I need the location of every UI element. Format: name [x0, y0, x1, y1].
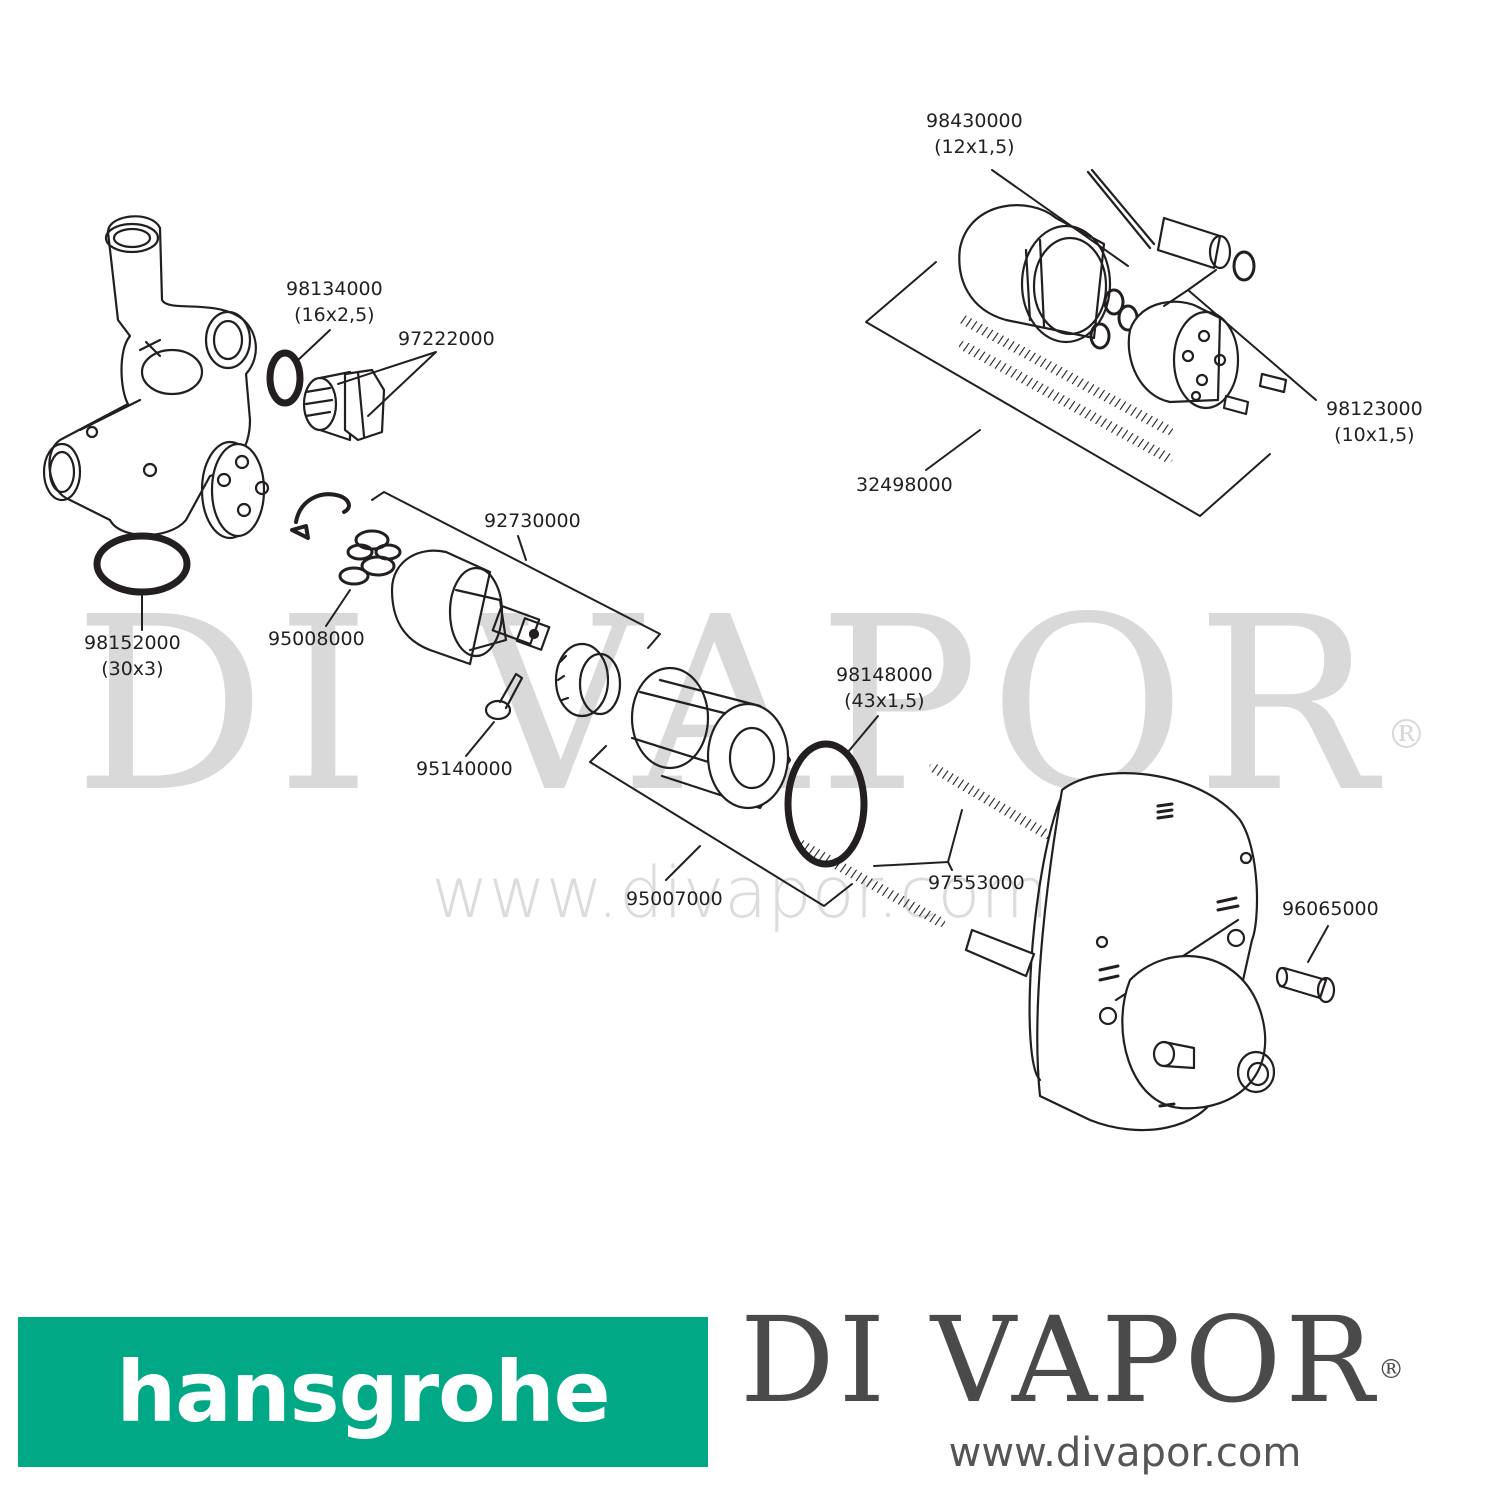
label-98152000: 98152000(30x3) — [84, 632, 181, 680]
clip — [290, 492, 351, 540]
label-95008000: 95008000 — [268, 628, 365, 650]
sleeve-95007000 — [630, 666, 792, 810]
divapor-url: www.divapor.com — [948, 1430, 1302, 1476]
label-92730000: 92730000 — [484, 510, 581, 532]
label-95007000: 95007000 — [626, 888, 723, 910]
label-98430000: 98430000(12x1,5) — [926, 110, 1023, 158]
label-97222000: 97222000 — [398, 328, 495, 350]
label-97553000: 97553000 — [928, 872, 1025, 894]
label-96065000: 96065000 — [1282, 898, 1379, 920]
o-ring-98152000 — [93, 532, 191, 596]
housing-plate — [964, 772, 1276, 1132]
hansgrohe-logo: hansgrohe — [18, 1317, 708, 1467]
label-95140000: 95140000 — [416, 758, 513, 780]
cartridge-92730000 — [390, 549, 551, 666]
label-98123000: 98123000(10x1,5) — [1326, 398, 1423, 446]
spindle-95140000 — [484, 672, 524, 721]
o-ring-98134000 — [266, 349, 304, 407]
nut-ring — [554, 642, 622, 718]
leader-lines — [141, 169, 1329, 963]
label-98148000: 98148000(43x1,5) — [836, 664, 933, 712]
pin-96065000 — [1275, 966, 1336, 1004]
label-32498000: 32498000 — [856, 474, 953, 496]
extension-set-32498000 — [958, 168, 1288, 463]
threaded-rods-97553000 — [795, 763, 1051, 927]
label-98134000: 98134000(16x2,5) — [286, 278, 383, 326]
valve-body — [42, 215, 270, 540]
hansgrohe-wordmark: hansgrohe — [116, 1343, 610, 1441]
plug-97222000 — [302, 368, 386, 442]
divapor-logo: DI VAPOR® — [740, 1291, 1405, 1429]
seals-95008000 — [338, 529, 402, 586]
